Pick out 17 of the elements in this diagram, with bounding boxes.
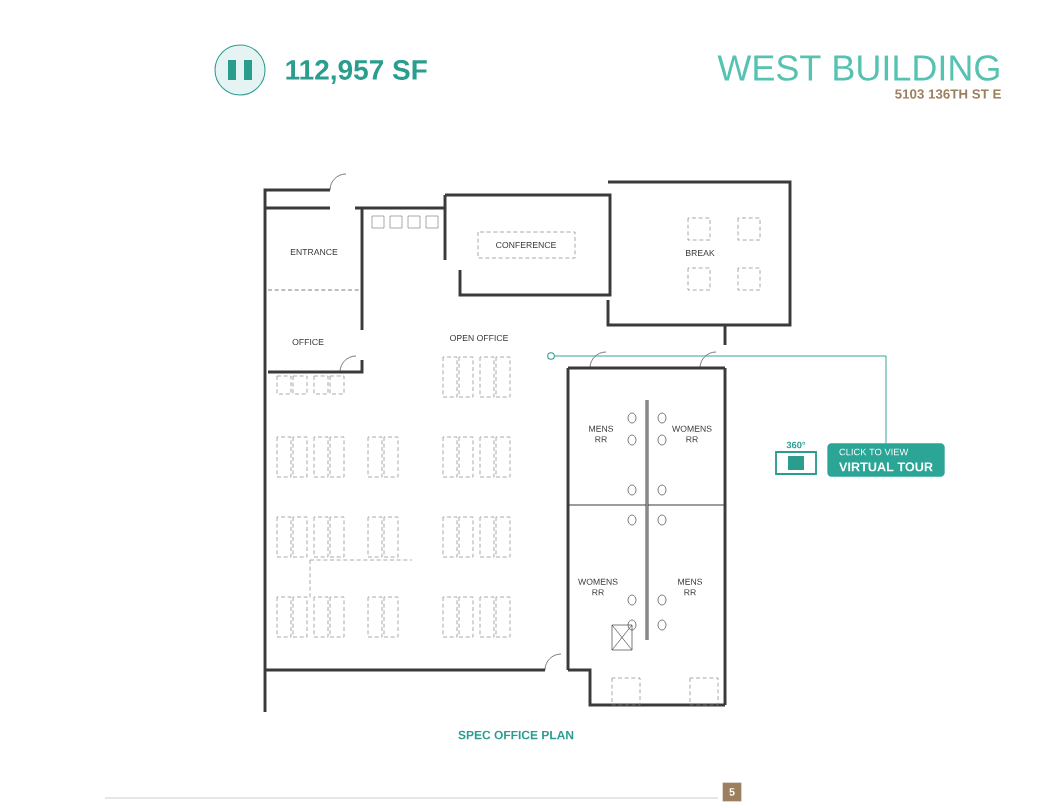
room-label: ENTRANCE: [290, 248, 338, 256]
room-label: CONFERENCE: [496, 241, 556, 249]
room-label: OPEN OFFICE: [450, 334, 508, 342]
leader-line: [554, 355, 887, 444]
room-label: MENS RR: [589, 425, 614, 443]
address-text: 5103 136TH ST E: [895, 89, 1001, 99]
room-label: MENS RR: [678, 578, 703, 596]
room-label: OFFICE: [292, 338, 324, 346]
area-figure: 112,957 SF: [286, 60, 427, 84]
virtual-tour-button: CLICK TO VIEW VIRTUAL TOUR: [827, 443, 945, 477]
caption: SPEC OFFICE PLAN: [458, 730, 574, 740]
room-label: WOMENS RR: [672, 425, 712, 443]
title: WEST BUILDING: [717, 55, 999, 81]
room-label: BREAK: [686, 250, 715, 256]
tour-icon-label: 360°: [786, 441, 806, 449]
room-label: WOMENS RR: [578, 578, 618, 596]
page-number: 5: [722, 782, 742, 802]
